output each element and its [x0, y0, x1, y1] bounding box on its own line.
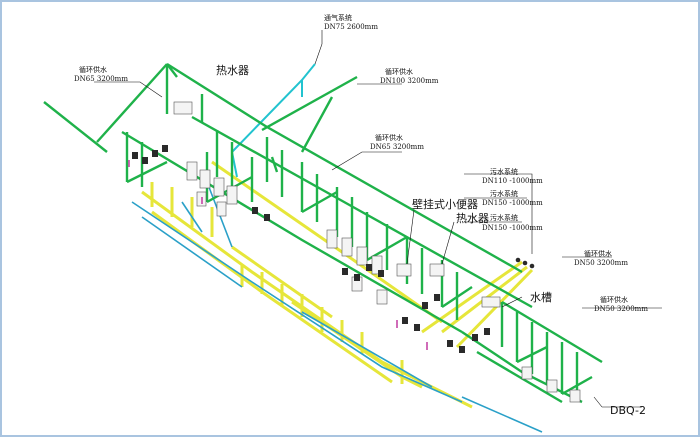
vent-system-title: 通气系统 [324, 13, 352, 22]
sewage-1-spec: DN110 -1000mm [482, 177, 543, 185]
sewage-3-spec: DN150 -1000mm [482, 224, 543, 232]
heater-mid-label: 热水器 [456, 212, 489, 225]
return-pipes [131, 181, 543, 433]
supply-dn65b-spec: DN65 3200mm [370, 143, 424, 151]
supply-dn50a-spec: DN50 3200mm [574, 259, 628, 267]
supply-dn50b-spec: DN50 3200mm [594, 305, 648, 313]
sewage-2-spec: DN150 -1000mm [482, 199, 543, 207]
sewage-1-title: 污水系统 [490, 167, 518, 176]
supply-dn65b-title: 循环供水 [375, 133, 403, 142]
supply-dn65-title: 循环供水 [79, 65, 107, 74]
sewage-3-title: 污水系统 [490, 213, 518, 222]
urinal [396, 263, 412, 277]
water-heater-top [173, 101, 193, 115]
supply-dn50a-title: 循环供水 [584, 249, 612, 258]
fittings [132, 145, 535, 353]
urinal-label: 壁挂式小便器 [412, 197, 478, 211]
leader-lines [94, 30, 662, 408]
water-heater-mid [429, 263, 445, 277]
supply-pipes [43, 62, 603, 404]
supply-dn50b-title: 循环供水 [600, 295, 628, 304]
supply-dn65-spec: DN65 3200mm [74, 75, 128, 83]
supply-dn100-spec: DN100 3200mm [380, 77, 439, 85]
dbq-tag: DBQ-2 [610, 404, 646, 417]
sink [481, 296, 501, 308]
sewage-2-title: 污水系统 [490, 189, 518, 198]
heater-top-label: 热水器 [216, 64, 249, 77]
sink-label: 水槽 [530, 291, 552, 304]
vent-system-spec: DN75 2600mm [324, 23, 378, 31]
valves [128, 160, 428, 350]
supply-dn100-title: 循环供水 [385, 67, 413, 76]
